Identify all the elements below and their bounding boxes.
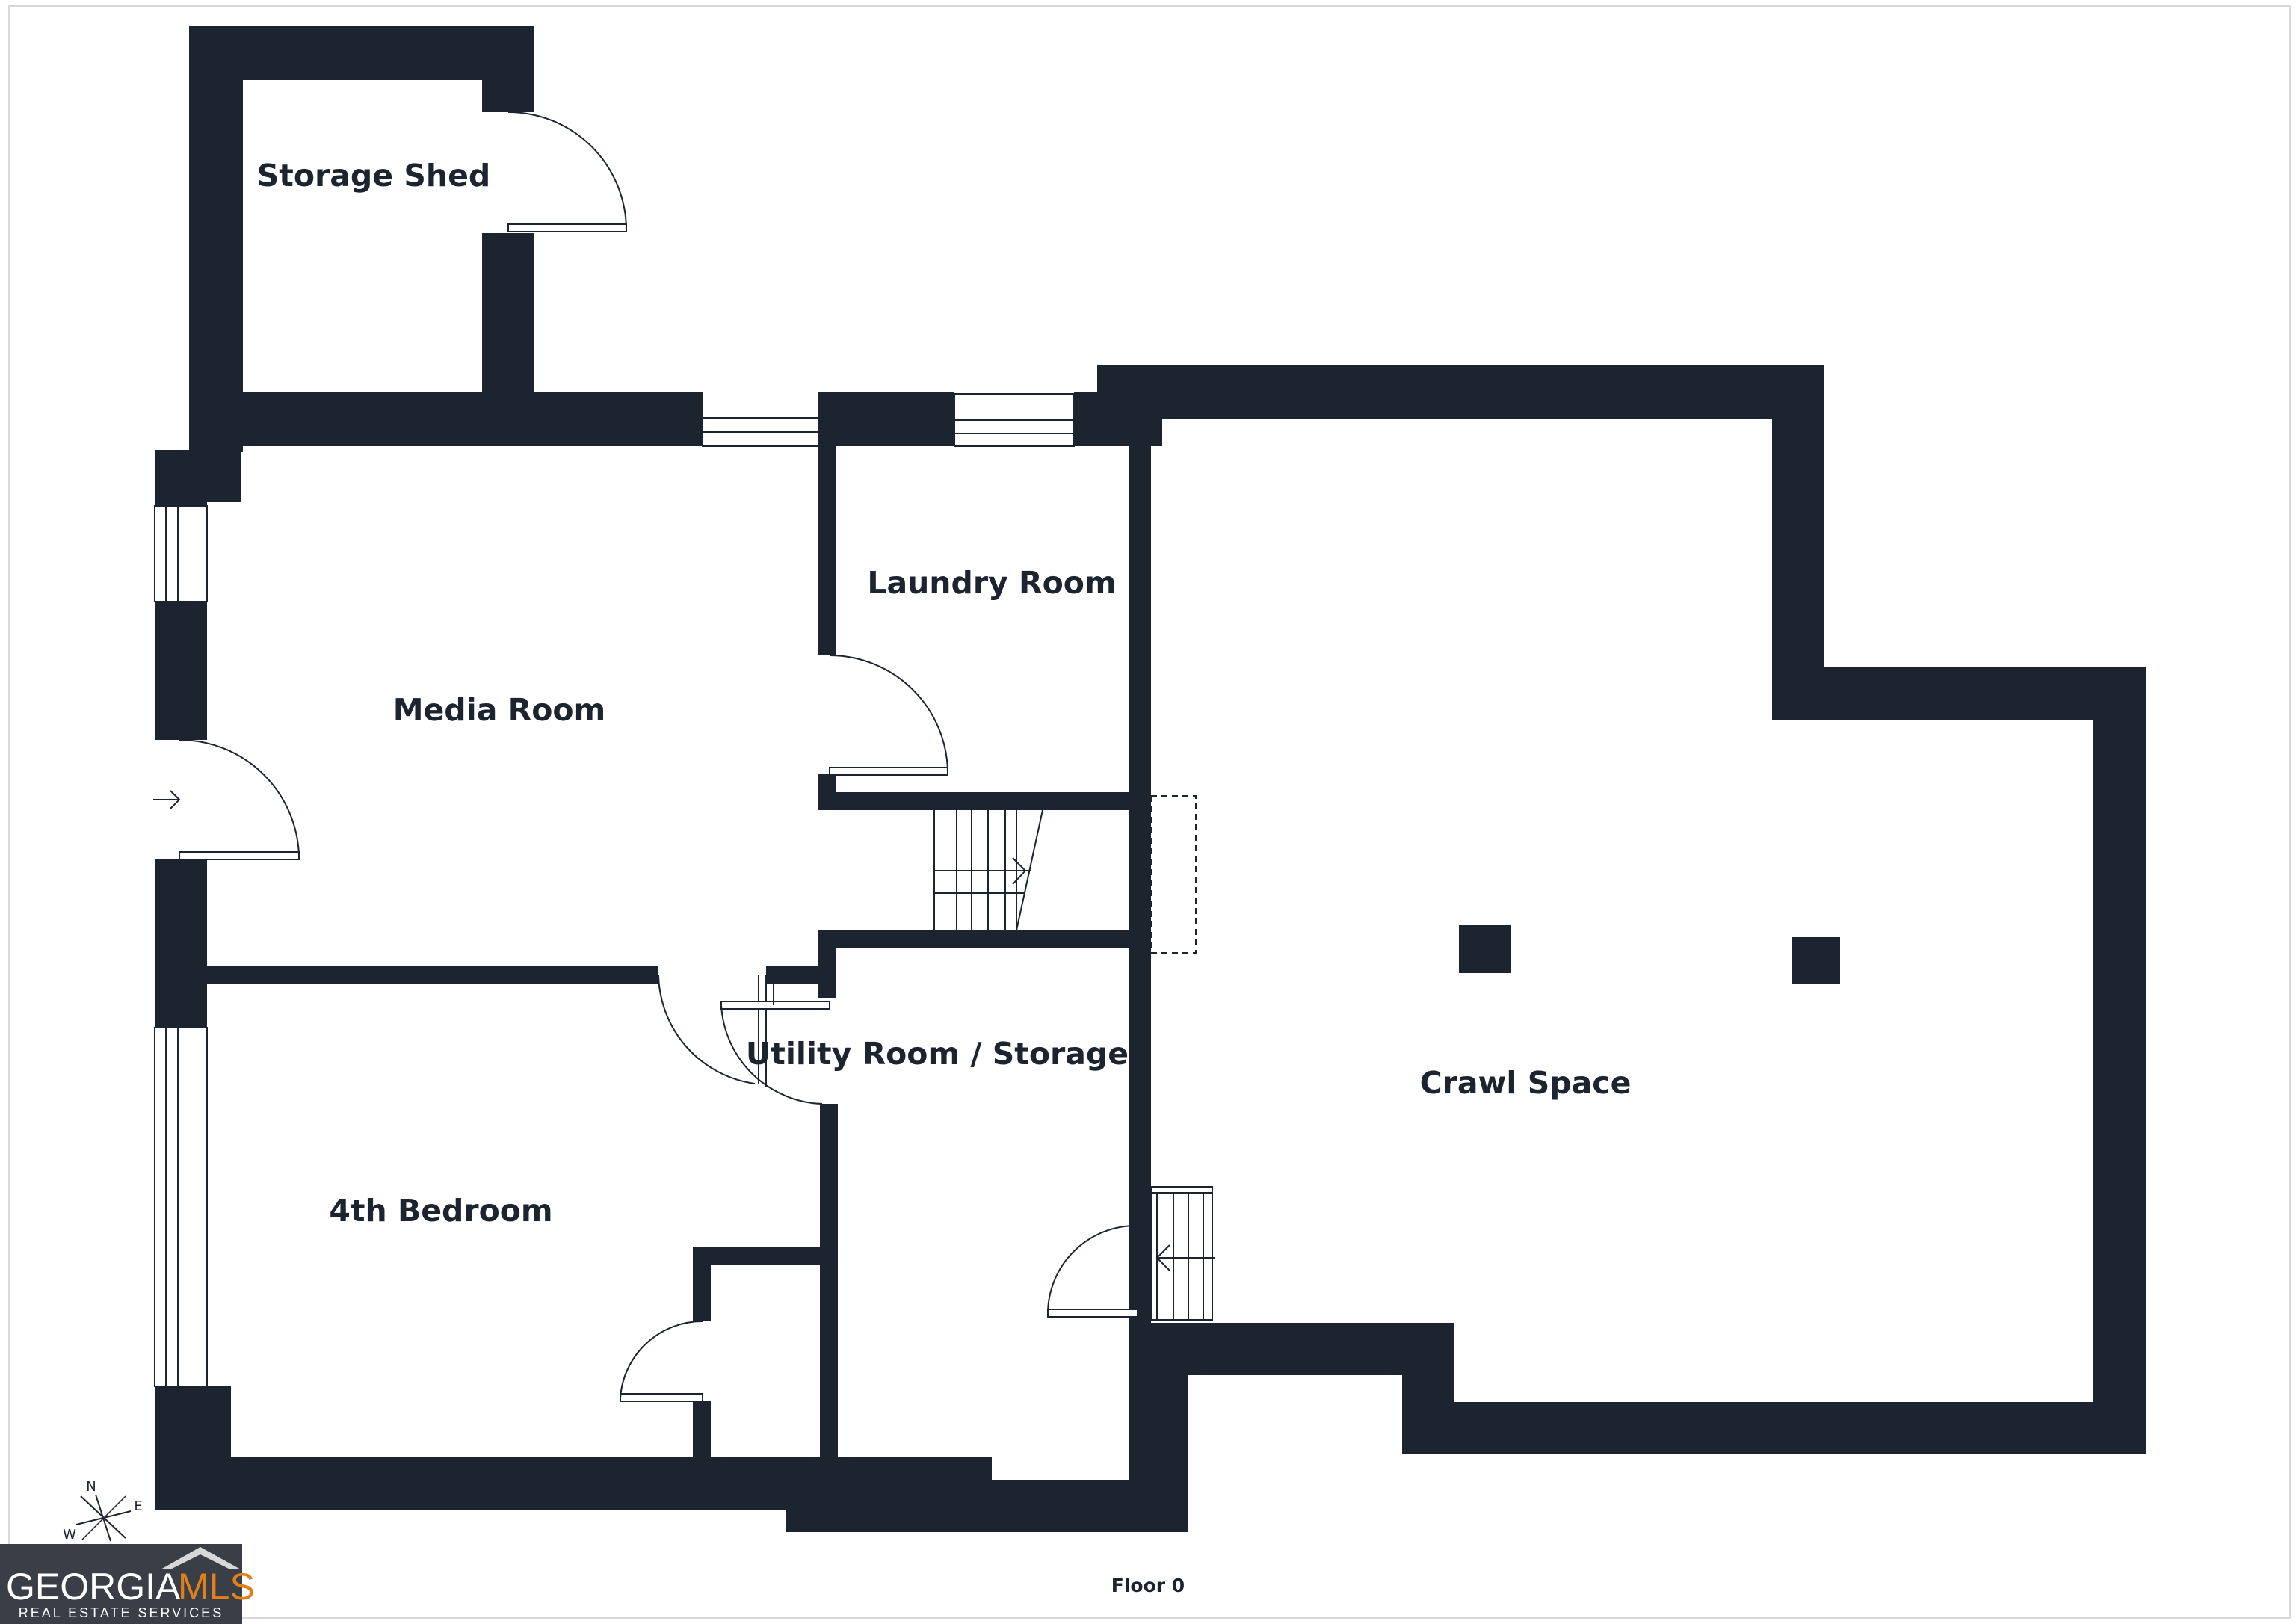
compass-north-label: N	[86, 1479, 96, 1495]
walls	[155, 26, 2146, 1532]
windows	[154, 393, 1141, 1387]
georgia-mls-logo: GEORGIA MLS REAL ESTATE SERVICES	[0, 1544, 255, 1624]
logo-brand-main: GEORGIA	[6, 1566, 181, 1608]
room-label-4th-bedroom: 4th Bedroom	[329, 1193, 552, 1229]
logo-brand-accent: MLS	[178, 1566, 255, 1608]
compass-east-label: E	[134, 1498, 142, 1514]
compass-west-label: W	[63, 1527, 76, 1543]
page-border	[8, 5, 2291, 1619]
room-label-crawl-space: Crawl Space	[1420, 1065, 1632, 1101]
room-label-laundry-room: Laundry Room	[867, 565, 1116, 601]
stairs	[933, 795, 1197, 954]
room-label-storage-shed: Storage Shed	[257, 158, 491, 194]
floor-label: Floor 0	[1111, 1575, 1185, 1596]
room-label-utility-room: Utility Room / Storage	[746, 1036, 1129, 1072]
doors	[153, 111, 1215, 1402]
logo-tagline: REAL ESTATE SERVICES	[19, 1605, 223, 1620]
compass-icon: N E W	[63, 1479, 143, 1543]
room-label-media-room: Media Room	[393, 692, 606, 728]
